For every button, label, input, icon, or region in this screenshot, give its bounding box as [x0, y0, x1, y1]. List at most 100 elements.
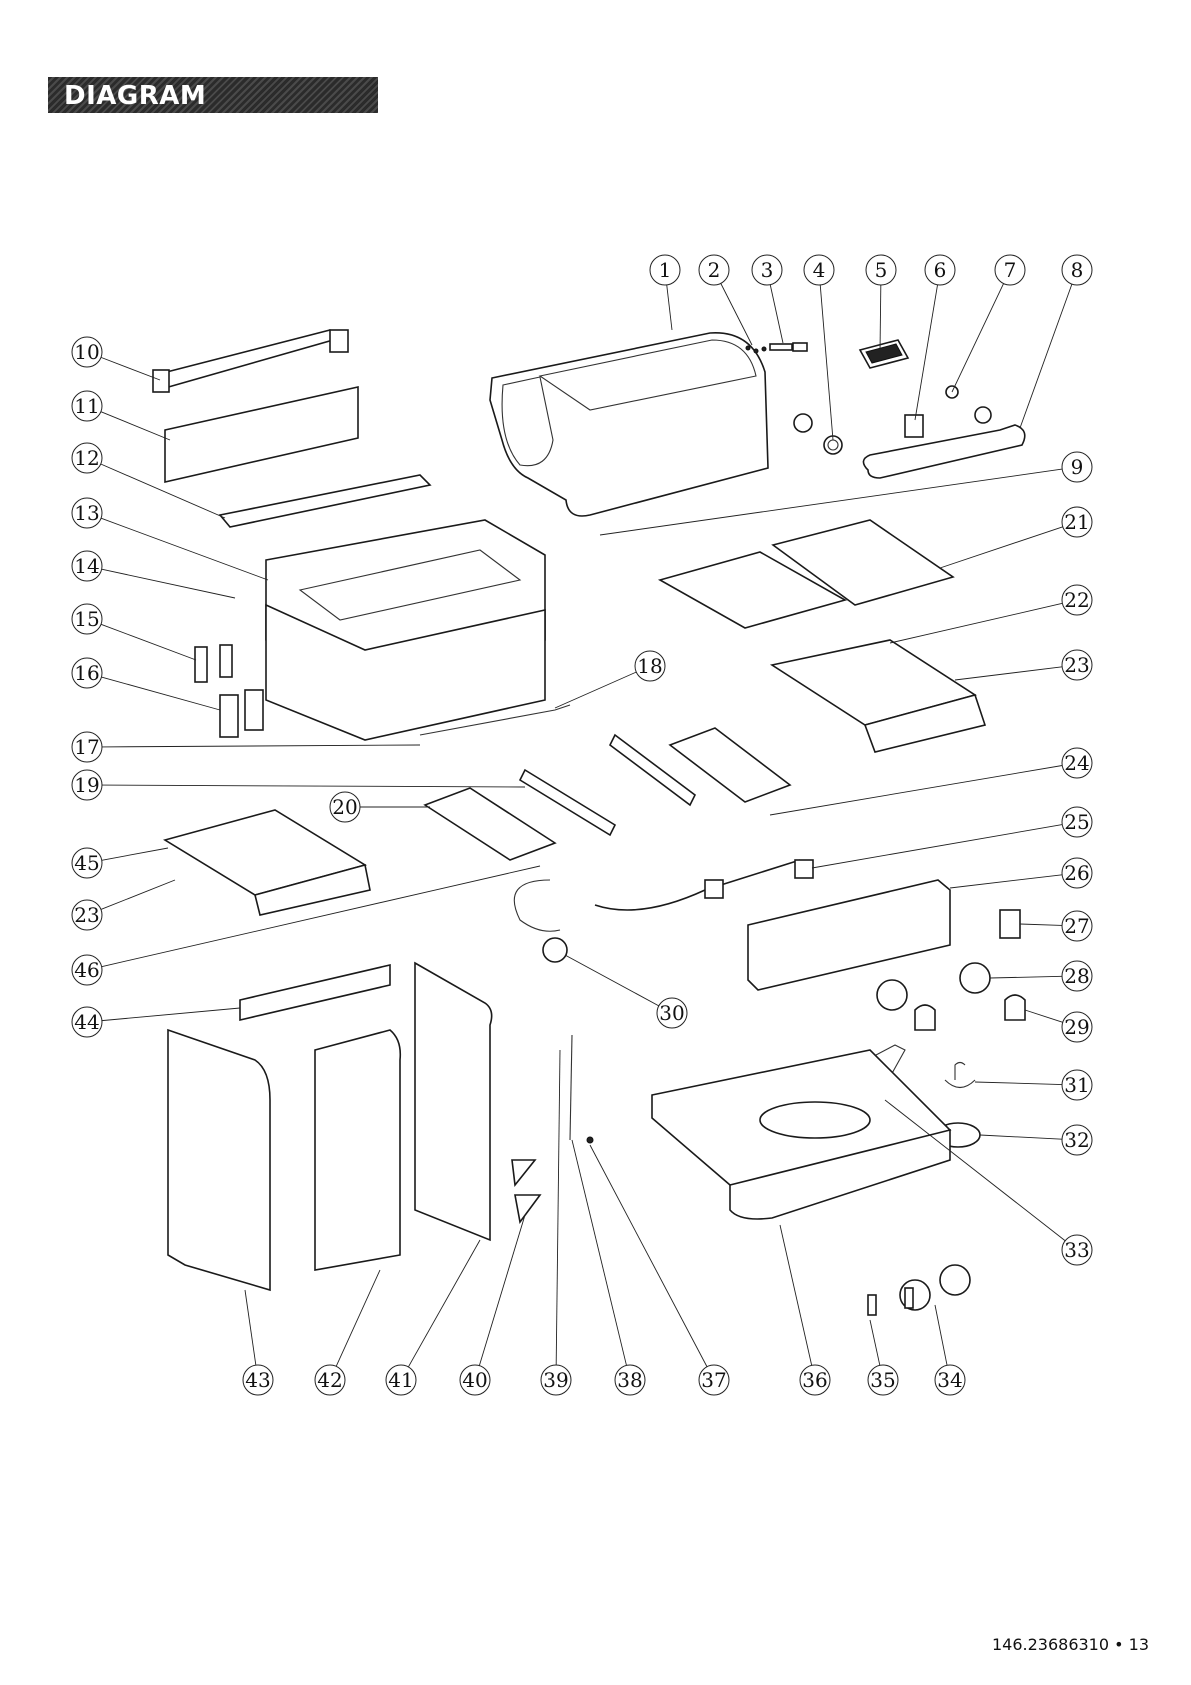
callout-number: 29	[1064, 1015, 1089, 1039]
callout-number: 5	[875, 258, 888, 282]
leader-line-23-2	[101, 880, 175, 909]
callout-26: 26	[1062, 858, 1092, 888]
part-bracket-b	[220, 645, 232, 677]
callout-number: 35	[870, 1368, 895, 1392]
part-bracket-c	[220, 695, 238, 737]
part-grease-cup-holder	[945, 1063, 975, 1088]
callout-number: 43	[245, 1368, 270, 1392]
part-tank-opening	[760, 1102, 870, 1138]
callout-44: 44	[72, 1007, 102, 1037]
callout-6: 6	[925, 255, 955, 285]
callout-36: 36	[800, 1365, 830, 1395]
part-handle-end-right	[330, 330, 348, 352]
callout-15: 15	[72, 604, 102, 634]
part-bezel	[794, 414, 842, 454]
callout-number: 21	[1064, 510, 1089, 534]
leader-line-14	[102, 569, 235, 598]
part-nameplate	[860, 340, 908, 368]
leader-line-29	[1025, 1010, 1063, 1022]
callout-22: 22	[1062, 585, 1092, 615]
callout-number: 37	[701, 1368, 726, 1392]
part-spacer	[975, 407, 991, 423]
callout-1: 1	[650, 255, 680, 285]
leader-line-13	[101, 518, 268, 580]
callout-number: 17	[74, 735, 99, 759]
part-manifold	[595, 860, 800, 910]
callout-number: 11	[74, 394, 99, 418]
callout-10: 10	[72, 337, 102, 367]
callout-number: 39	[543, 1368, 568, 1392]
leader-line-26	[950, 875, 1062, 888]
leader-line-11	[101, 412, 170, 440]
callout-number: 44	[74, 1010, 99, 1034]
callout-number: 8	[1071, 258, 1084, 282]
callout-30: 30	[657, 998, 687, 1028]
leader-line-17	[102, 745, 420, 747]
callout-38: 38	[615, 1365, 645, 1395]
callout-number: 46	[74, 958, 99, 982]
callout-number: 12	[74, 446, 99, 470]
leader-line-22	[890, 603, 1062, 643]
leader-line-3	[770, 285, 783, 343]
callout-29: 29	[1062, 1012, 1092, 1042]
callout-17: 17	[72, 732, 102, 762]
callout-23-2: 23	[72, 900, 102, 930]
callout-number: 2	[708, 258, 721, 282]
leader-line-34	[935, 1305, 947, 1365]
callout-45: 45	[72, 848, 102, 878]
callout-12: 12	[72, 443, 102, 473]
leader-line-38	[572, 1140, 626, 1365]
callout-number: 20	[332, 795, 357, 819]
part-frame-top	[240, 965, 390, 1020]
part-knob-bezel-b	[960, 963, 990, 993]
callout-11: 11	[72, 391, 102, 421]
callout-46: 46	[72, 955, 102, 985]
leader-line-37	[590, 1145, 707, 1367]
callout-14: 14	[72, 551, 102, 581]
part-knob-a	[915, 1005, 935, 1030]
leader-line-1	[667, 285, 672, 330]
callout-number: 3	[761, 258, 774, 282]
leader-line-43	[245, 1290, 256, 1365]
part-heat-tent-left	[425, 788, 555, 860]
callout-number: 34	[937, 1368, 962, 1392]
callout-number: 33	[1064, 1238, 1089, 1262]
callout-number: 45	[74, 851, 99, 875]
callout-9: 9	[1062, 452, 1092, 482]
callout-27: 27	[1062, 911, 1092, 941]
callout-32: 32	[1062, 1125, 1092, 1155]
part-burner-left	[520, 770, 615, 835]
callout-number: 25	[1064, 810, 1089, 834]
leader-line-6	[915, 285, 938, 420]
part-igniter	[1000, 910, 1020, 938]
leader-line-7	[952, 284, 1004, 392]
callout-2: 2	[699, 255, 729, 285]
callout-number: 10	[74, 340, 99, 364]
callout-20: 20	[330, 792, 360, 822]
part-leveler-b	[905, 1288, 913, 1308]
part-hinge-b	[515, 1195, 540, 1222]
callout-13: 13	[72, 498, 102, 528]
callout-18: 18	[635, 651, 665, 681]
part-side-handle	[155, 330, 340, 388]
part-bracket-a	[195, 647, 207, 682]
part-hose	[514, 880, 560, 931]
callout-number: 38	[617, 1368, 642, 1392]
callout-31: 31	[1062, 1070, 1092, 1100]
callout-number: 28	[1064, 964, 1089, 988]
part-bracket-d	[245, 690, 263, 730]
leader-line-25	[812, 825, 1062, 868]
callout-21: 21	[1062, 507, 1092, 537]
part-lid-handle	[863, 425, 1024, 478]
callout-number: 16	[74, 661, 99, 685]
part-handle-bracket	[905, 415, 923, 437]
parts-drawings	[153, 330, 1025, 1315]
part-regulator	[543, 938, 567, 962]
leader-line-27	[1020, 924, 1062, 925]
page-reference: 146.23686310 • 13	[992, 1635, 1149, 1654]
callout-33: 33	[1062, 1235, 1092, 1265]
leader-line-35	[870, 1320, 880, 1365]
callout-number: 42	[317, 1368, 342, 1392]
callout-number: 36	[802, 1368, 827, 1392]
